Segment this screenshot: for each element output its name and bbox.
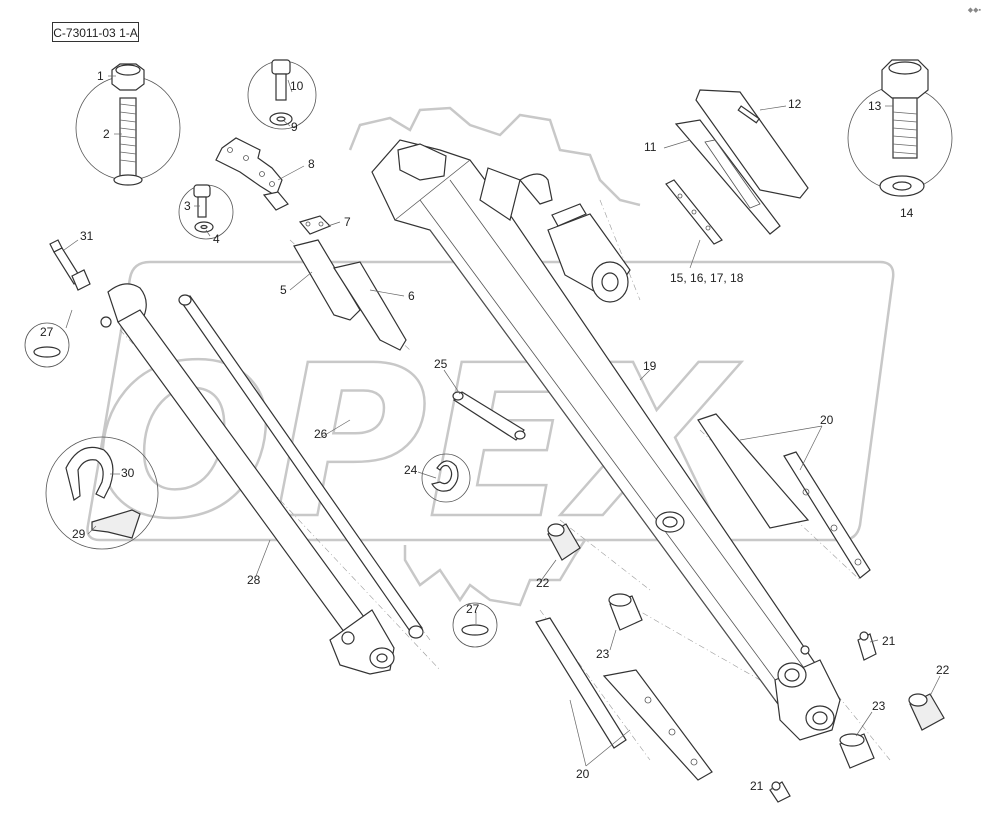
callout-21-lower: 21: [750, 779, 764, 793]
callout-20-lower: 20: [576, 767, 590, 781]
callout-28: 28: [247, 573, 261, 587]
callout-22-left: 22: [536, 576, 550, 590]
callout-20-upper: 20: [820, 413, 834, 427]
callout-2: 2: [103, 127, 110, 141]
part-plate: [298, 215, 332, 235]
callout-6: 6: [408, 289, 415, 303]
callout-9: 9: [291, 120, 298, 134]
detail-circle-clamp: [45, 436, 159, 550]
part-plates-11-12: [674, 89, 809, 235]
part-circlip: [431, 460, 459, 492]
callout-14: 14: [900, 206, 914, 220]
callout-30: 30: [121, 466, 135, 480]
part-blades-5-6: [293, 239, 407, 351]
callout-27-upper: 27: [40, 325, 54, 339]
part-rod-and-cylinder: [100, 283, 424, 675]
callout-11: 11: [644, 140, 657, 154]
callout-labels: 1 2 3 4 5 6 7 8 9 10 11 12 13 14 15, 16,…: [40, 69, 950, 793]
part-nut-and-rod: [111, 63, 145, 186]
part-bolt-31: [49, 239, 91, 291]
part-shims: [665, 179, 723, 245]
callout-23-right: 23: [872, 699, 886, 713]
callout-27-lower: 27: [466, 602, 480, 616]
part-large-bolt: [879, 59, 929, 197]
part-bracket: [215, 137, 289, 211]
part-cylinder-top: [519, 173, 631, 303]
callout-22-right: 22: [936, 663, 950, 677]
detail-circle-circlip: [421, 453, 471, 503]
callout-13: 13: [868, 99, 882, 113]
part-clamp: [65, 446, 141, 539]
callout-7: 7: [344, 215, 351, 229]
drawing-code-label: C-73011-03 1-A: [52, 22, 139, 42]
part-grease-nipples: [769, 631, 877, 803]
detail-circle-ring-top: [24, 322, 70, 368]
part-small-screw: [193, 184, 214, 233]
callout-26: 26: [314, 427, 328, 441]
callout-25: 25: [434, 357, 448, 371]
detail-circle-ring-bottom: [452, 602, 498, 648]
publisher-logo-icon: ◆◆▪: [967, 7, 981, 14]
callout-10: 10: [290, 79, 304, 93]
callout-3: 3: [184, 199, 191, 213]
part-sleeves-23: [608, 593, 875, 769]
part-main-frame: [371, 139, 841, 741]
callout-23-left: 23: [596, 647, 610, 661]
leader-lines: [63, 75, 941, 791]
callout-5: 5: [280, 283, 287, 297]
callout-31: 31: [80, 229, 94, 243]
callout-15-18: 15, 16, 17, 18: [670, 271, 744, 285]
part-rings: [33, 346, 489, 636]
callout-19: 19: [643, 359, 657, 373]
part-bushings-22: [547, 523, 945, 731]
callout-24: 24: [404, 463, 418, 477]
callout-8: 8: [308, 157, 315, 171]
callout-12: 12: [788, 97, 802, 111]
part-pin: [452, 391, 526, 441]
part-knife-blades-20: [535, 413, 871, 781]
callout-29: 29: [72, 527, 86, 541]
part-screw-and-washer: [269, 59, 293, 126]
callout-21-upper: 21: [882, 634, 896, 648]
callout-4: 4: [213, 232, 220, 246]
callout-1: 1: [97, 69, 104, 83]
